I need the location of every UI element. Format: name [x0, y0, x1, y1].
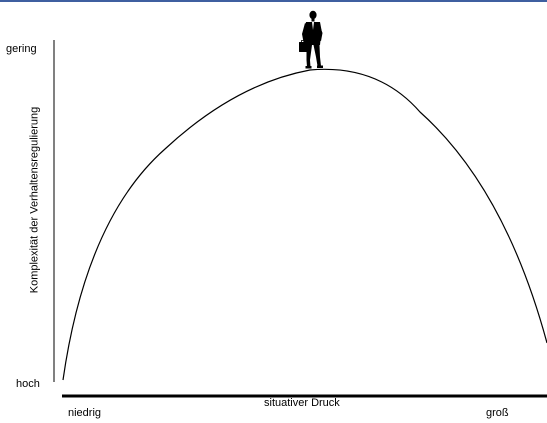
inverted-u-curve [62, 68, 547, 381]
top-rule [0, 0, 547, 2]
y-axis-bottom-label: hoch [16, 378, 40, 390]
x-axis-title: situativer Druck [264, 397, 340, 409]
businessman-with-briefcase-icon [299, 10, 323, 69]
y-axis-top-label: gering [6, 43, 37, 55]
y-axis-title: Komplexität der Verhaltensregulierung [28, 106, 41, 294]
x-axis-right-label: groß [486, 407, 509, 419]
x-axis-left-label: niedrig [68, 407, 102, 419]
